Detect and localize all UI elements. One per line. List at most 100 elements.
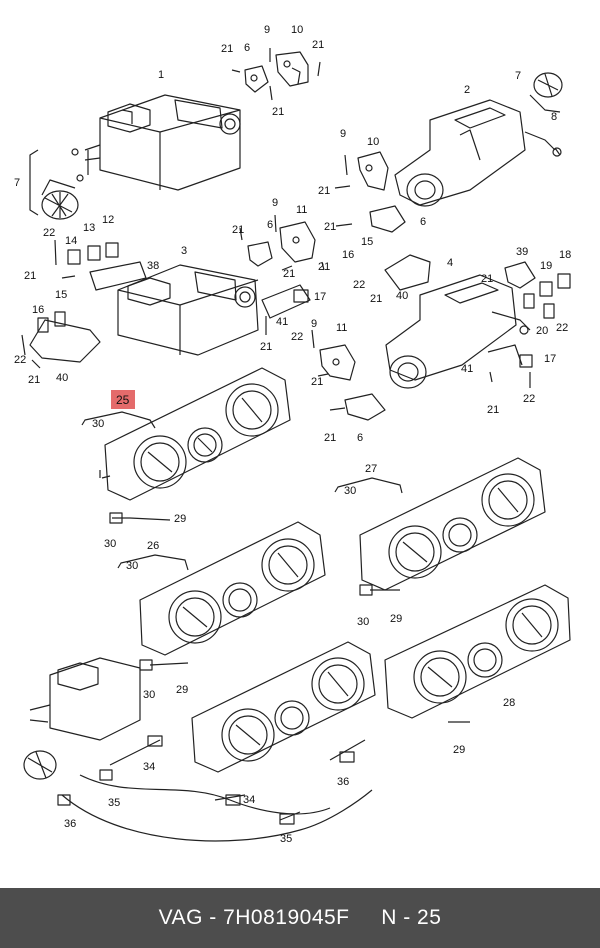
label-21-b: 21 [312,39,324,51]
label-12: 12 [102,214,114,226]
label-29-b: 29 [390,613,402,625]
bracket-14-13-12 [67,242,147,291]
label-30-a: 30 [92,418,104,430]
label-7-b: 7 [14,177,20,189]
callout-labels: 1 2 3 4 6 6 6 6 7 7 8 9 9 9 9 10 10 11 1… [14,24,571,845]
label-38: 38 [147,260,159,272]
label-30-c: 30 [344,485,356,497]
label-9-b: 9 [340,128,346,140]
label-16-a: 16 [32,304,44,316]
label-27: 27 [365,463,377,475]
label-6-d: 6 [357,432,363,444]
label-41-b: 41 [461,363,473,375]
control-panel-bottom [191,641,376,773]
label-22-c: 22 [291,331,303,343]
bracket-6-mid [369,205,406,233]
label-21-g: 21 [283,268,295,280]
label-22-a: 22 [43,227,55,239]
control-panel-25 [99,367,291,501]
label-17-b: 17 [544,353,556,365]
label-21-l: 21 [260,341,272,353]
bracket-41-17 [261,284,311,335]
label-9-a: 9 [264,24,270,36]
label-10-a: 10 [291,24,303,36]
label-26: 26 [147,540,159,552]
label-7-a: 7 [515,70,521,82]
label-22-d: 22 [14,354,26,366]
label-22-b: 22 [353,279,365,291]
label-9-d: 9 [311,318,317,330]
label-30-b: 30 [104,538,116,550]
drawing-shapes [21,48,571,842]
bracket-39-19-18 [504,261,571,319]
bracket-6-lower [344,393,386,421]
heater-housing-1 [84,94,241,191]
label-29-a: 29 [174,513,186,525]
label-14: 14 [65,235,77,247]
bracket-40-right [384,254,431,291]
bracket-10-top [275,51,309,87]
bracket-6-mid2 [247,241,273,267]
control-panel-28 [384,584,571,719]
highlight-box [111,390,135,409]
label-11-b: 11 [336,322,347,334]
label-22-f: 22 [523,393,535,405]
label-21-i: 21 [24,270,36,282]
label-21-h: 21 [318,261,330,273]
label-10-b: 10 [367,136,379,148]
label-25: 25 [116,393,130,407]
bracket-7 [29,149,39,216]
control-panel-27 [359,457,546,591]
part-number: 7H0819045F [223,906,350,929]
label-21-a: 21 [221,43,233,55]
label-41-a: 41 [276,316,288,328]
label-19: 19 [540,260,552,272]
highlight-25: 25 [111,390,135,409]
label-21-c: 21 [272,106,284,118]
separator: - [202,906,224,929]
bracket-40-left [29,311,101,363]
gap [350,906,382,930]
air-duct-2 [394,99,526,207]
label-3: 3 [181,245,187,257]
label-34-a: 34 [143,761,155,773]
label-21-m: 21 [28,374,40,386]
bracket-11-lower [319,344,356,381]
label-15-b: 15 [361,236,373,248]
label-6-a: 6 [244,42,250,54]
brand-text: VAG [158,906,203,929]
label-1: 1 [158,69,164,81]
label-21-d: 21 [318,185,330,197]
label-34-b: 34 [243,794,255,806]
bracket-11-mid [279,221,316,263]
label-36-a: 36 [64,818,76,830]
label-2: 2 [464,84,470,96]
label-36-b: 36 [337,776,349,788]
label-30-e: 30 [126,560,138,572]
bracket-6-top [244,65,269,93]
control-panel-26 [139,521,326,656]
label-18: 18 [559,249,571,261]
fan-7-right [529,72,563,113]
label-29-d: 29 [453,744,465,756]
label-35-a: 35 [108,797,120,809]
callout-bracket-25 [81,411,156,429]
label-40-a: 40 [56,372,68,384]
label-40-b: 40 [396,290,408,302]
label-13: 13 [83,222,95,234]
label-8: 8 [551,111,557,123]
label-20: 20 [536,325,548,337]
fan-7-left [41,179,79,220]
heater-housing-3 [117,264,259,356]
label-30-d: 30 [357,616,369,628]
label-6-b: 6 [420,216,426,228]
label-21-j: 21 [370,293,382,305]
label-28-visible: 28 [503,697,515,709]
air-duct-4 [385,274,517,389]
reference-number: N - 25 [381,906,442,929]
label-15-a: 15 [55,289,67,301]
label-21-n: 21 [311,376,323,388]
label-21-f: 21 [232,224,244,236]
label-22-e: 22 [556,322,568,334]
label-35-b: 35 [280,833,292,845]
